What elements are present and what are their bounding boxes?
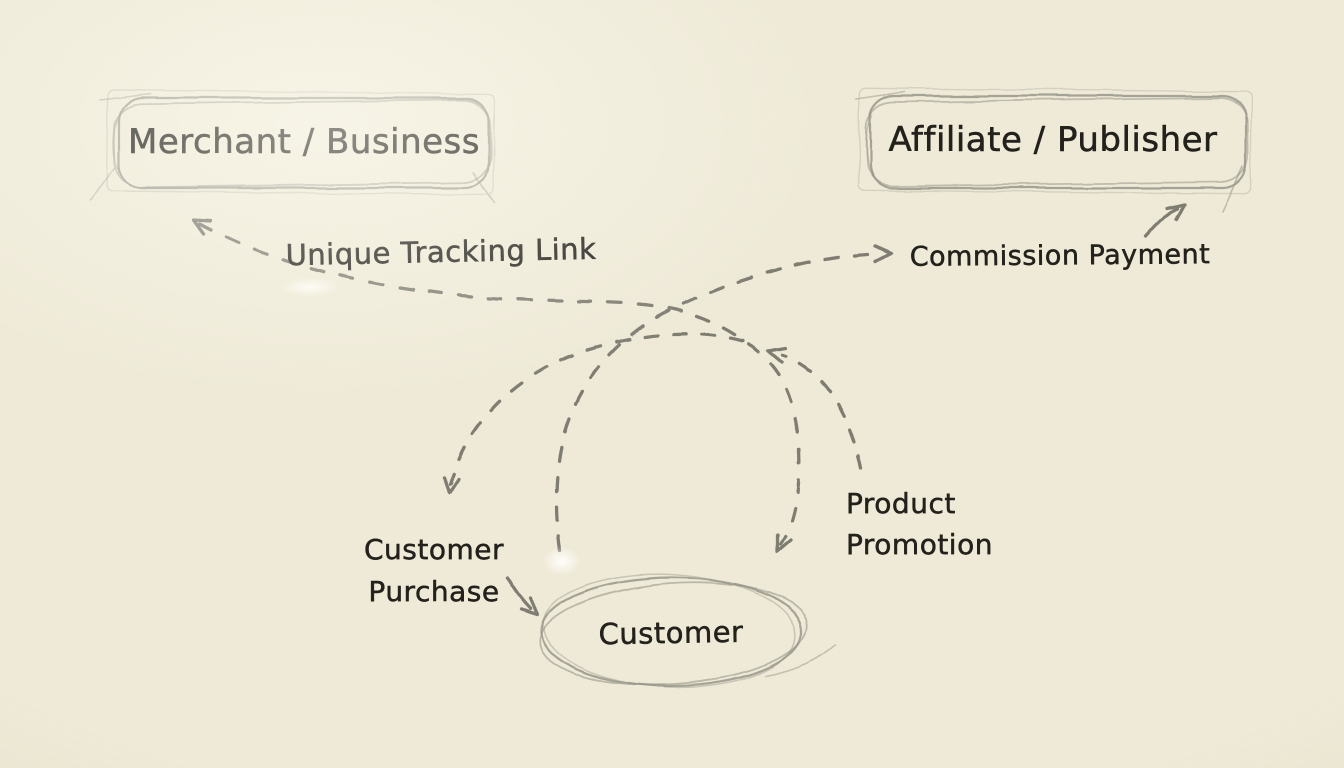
unique-tracking-link-label: Unique Tracking Link	[285, 231, 597, 273]
customer-node-label: Customer	[598, 614, 744, 652]
affiliate-node-label: Affiliate / Publisher	[888, 120, 1218, 161]
customer-purchase-label: Customer Purchase	[363, 533, 504, 609]
commission-payment-label: Commission Payment	[909, 239, 1211, 273]
merchant-node-label: Merchant / Business	[128, 122, 480, 163]
product-promotion-label: Product Promotion	[846, 487, 993, 562]
